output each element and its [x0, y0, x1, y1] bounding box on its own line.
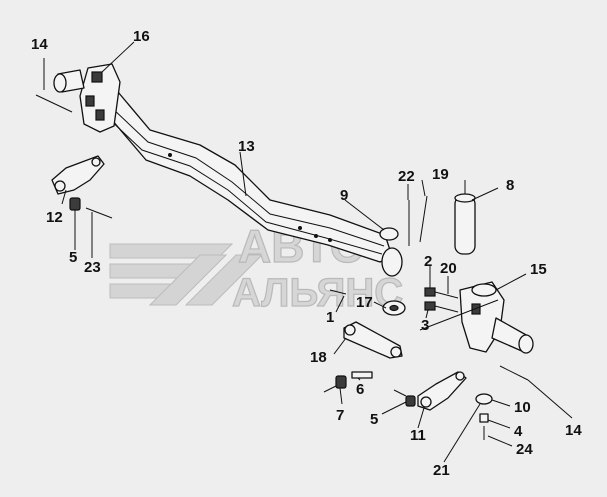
callout-3: 3	[421, 317, 429, 334]
callout-7: 7	[336, 407, 344, 424]
callout-5-right: 5	[370, 411, 378, 428]
right-steering-arm	[393, 371, 467, 411]
callout-labels: 14 16 13 12 5 23 22 19 8 9 2 20 15 1 17 …	[31, 28, 582, 479]
callout-18: 18	[310, 349, 327, 366]
tie-rod-nut-pin	[323, 371, 373, 393]
callout-11: 11	[410, 427, 426, 444]
callout-6: 6	[356, 381, 364, 398]
bump-stop	[454, 180, 476, 255]
callout-20: 20	[440, 260, 457, 277]
callout-9: 9	[340, 187, 348, 204]
knuckle-bolts	[424, 287, 459, 313]
callout-19: 19	[432, 166, 449, 183]
callout-21: 21	[433, 462, 450, 479]
left-kingpin-bolt	[35, 58, 73, 113]
left-steering-arm	[51, 155, 105, 195]
left-knuckle	[53, 63, 121, 133]
leader-lines	[61, 41, 573, 463]
callout-10: 10	[514, 399, 531, 416]
callout-16: 16	[133, 28, 150, 45]
watermark-emblem-icon	[109, 243, 264, 306]
callout-14-left: 14	[31, 36, 48, 53]
callout-8: 8	[506, 177, 514, 194]
callout-23: 23	[84, 259, 101, 276]
lower-washer-stack	[475, 393, 493, 440]
callout-15: 15	[530, 261, 547, 278]
callout-12: 12	[46, 209, 63, 226]
right-kingpin-bolt	[499, 365, 529, 381]
thrust-washer	[329, 289, 406, 316]
right-knuckle	[459, 281, 534, 354]
lock-pins	[408, 195, 428, 246]
tie-rod-arm	[343, 321, 403, 359]
callout-5-left: 5	[69, 249, 77, 266]
callout-1: 1	[326, 309, 334, 326]
watermark-line2: АЛЬЯНС	[232, 271, 403, 315]
callout-4: 4	[514, 423, 523, 440]
callout-2: 2	[424, 253, 432, 270]
axle-beam	[95, 91, 403, 277]
callout-14-right: 14	[565, 422, 582, 439]
callout-13: 13	[238, 138, 255, 155]
callout-17: 17	[356, 294, 373, 311]
left-nut-pin	[69, 197, 113, 219]
callout-24: 24	[516, 441, 533, 458]
callout-22: 22	[398, 168, 415, 185]
